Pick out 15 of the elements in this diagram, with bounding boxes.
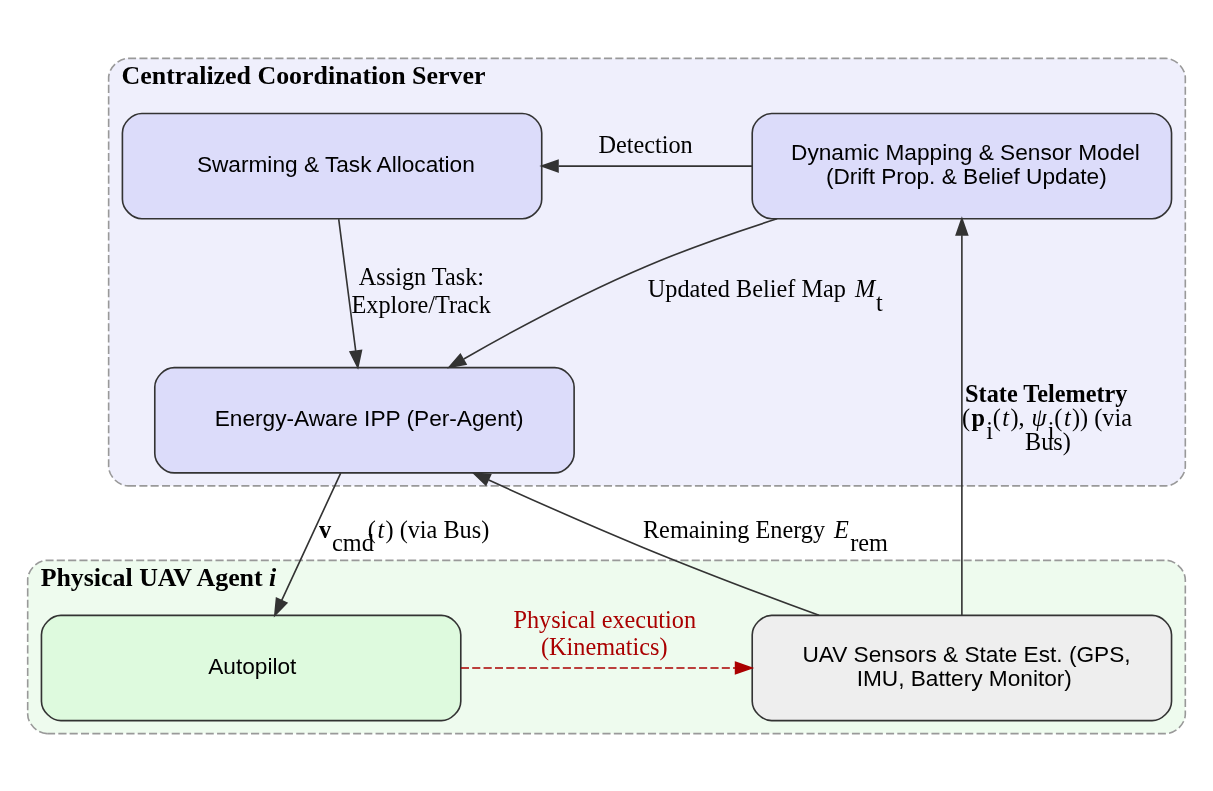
edge-label: Detection [598,130,693,158]
arrow [447,217,778,369]
edge-label: Physical execution (Kinematics) [513,605,697,660]
arrow [337,217,363,370]
arrow [471,471,820,616]
arrow [273,471,342,617]
node-box: UAV Sensors & State Est. (GPS, IMU, Battery Monitor) [751,614,1173,721]
arrow [539,158,753,173]
arrow [460,660,755,675]
edge-label: Assign Task: Explore/Track [351,262,491,318]
arrow [955,215,969,616]
node-box: Dynamic Mapping & Sensor Model (Drift Prop. & Belief Update) [751,112,1173,219]
node-box: Swarming & Task Allocation [121,112,543,219]
node-box: Autopilot [40,614,462,721]
node-box: Energy-Aware IPP (Per-Agent) [154,366,575,474]
